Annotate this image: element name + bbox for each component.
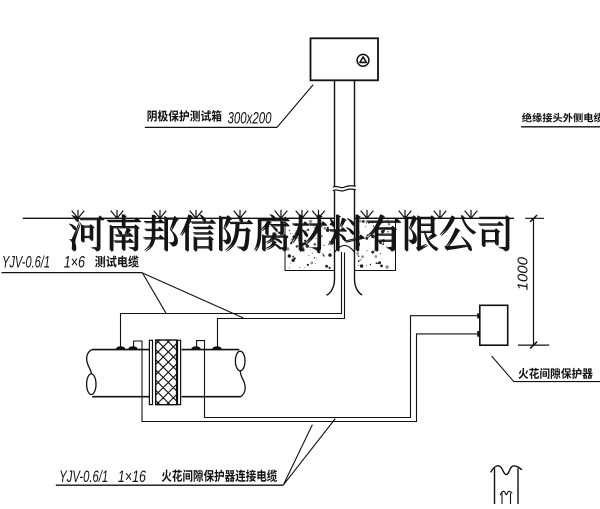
svg-text:YJV-0.6/1: YJV-0.6/1	[59, 468, 108, 486]
svg-text:1000: 1000	[516, 257, 532, 291]
svg-text:300x200: 300x200	[228, 109, 272, 128]
svg-text:YJV-0.6/1: YJV-0.6/1	[2, 254, 50, 272]
svg-text:1×16: 1×16	[118, 468, 147, 486]
svg-text:1×6: 1×6	[64, 254, 86, 272]
